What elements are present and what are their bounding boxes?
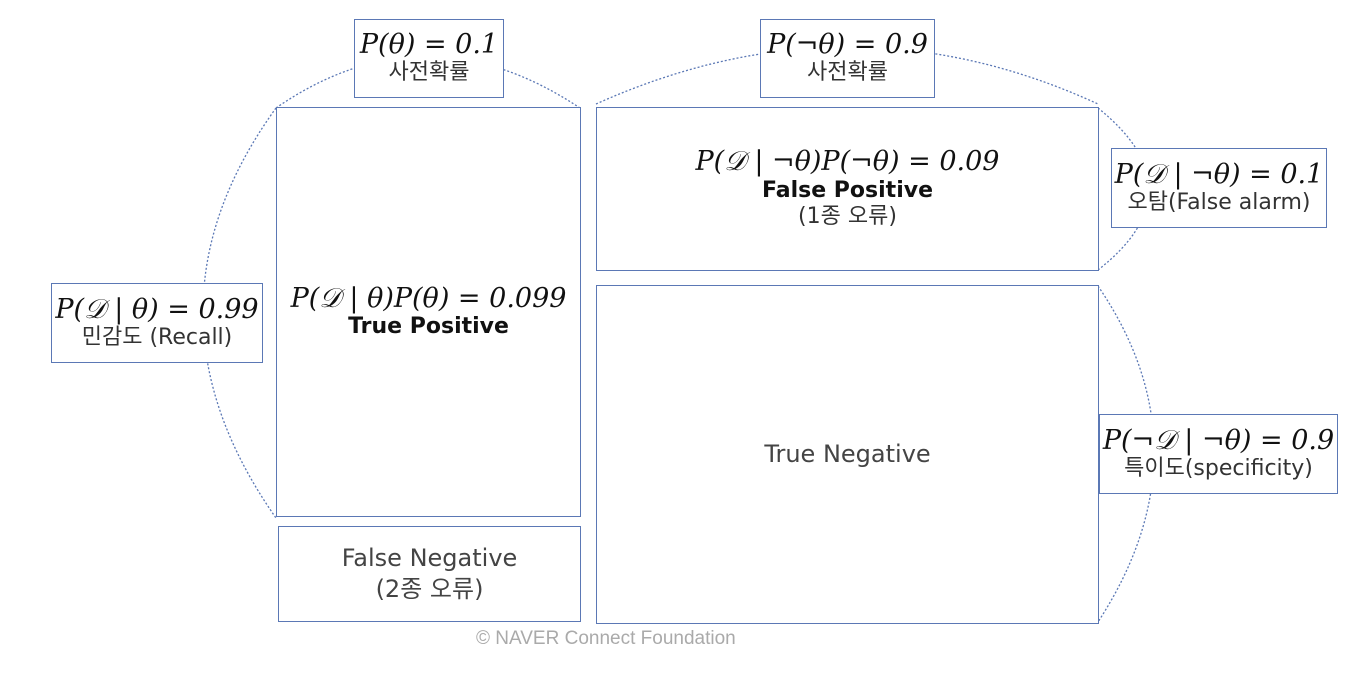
- true-positive-formula: P(𝒟 | θ)P(θ) = 0.099: [290, 282, 567, 314]
- true-positive-box: P(𝒟 | θ)P(θ) = 0.099 True Positive: [276, 107, 581, 517]
- true-negative-box: True Negative: [596, 285, 1099, 624]
- false-positive-label: False Positive: [762, 177, 933, 203]
- true-negative-label: True Negative: [764, 439, 931, 468]
- specificity-label: 특이도(specificity): [1124, 455, 1313, 481]
- prior-not-theta-box: P(¬θ) = 0.9 사전확률: [760, 19, 935, 98]
- copyright-footer: © NAVER Connect Foundation: [476, 628, 736, 649]
- false-negative-label: False Negative: [341, 543, 518, 572]
- false-negative-note: (2종 오류): [375, 575, 484, 603]
- prior-not-theta-formula: P(¬θ) = 0.9: [767, 29, 928, 61]
- prior-not-theta-label: 사전확률: [807, 60, 888, 86]
- false-alarm-formula: P(𝒟 | ¬θ) = 0.1: [1114, 158, 1324, 190]
- false-alarm-label: 오탐(False alarm): [1127, 189, 1311, 215]
- recall-label: 민감도 (Recall): [81, 324, 233, 350]
- false-negative-box: False Negative (2종 오류): [278, 526, 581, 622]
- recall-formula: P(𝒟 | θ) = 0.99: [55, 293, 259, 325]
- specificity-box: P(¬𝒟 | ¬θ) = 0.9 특이도(specificity): [1099, 414, 1338, 494]
- false-positive-formula: P(𝒟 | ¬θ)P(¬θ) = 0.09: [695, 146, 1000, 178]
- prior-theta-label: 사전확률: [388, 60, 470, 86]
- prior-theta-box: P(θ) = 0.1 사전확률: [354, 19, 504, 98]
- recall-box: P(𝒟 | θ) = 0.99 민감도 (Recall): [51, 283, 263, 363]
- prior-theta-formula: P(θ) = 0.1: [359, 29, 499, 61]
- true-positive-label: True Positive: [348, 313, 509, 339]
- false-alarm-box: P(𝒟 | ¬θ) = 0.1 오탐(False alarm): [1111, 148, 1327, 228]
- arc-recall: [202, 107, 277, 519]
- false-positive-box: P(𝒟 | ¬θ)P(¬θ) = 0.09 False Positive (1종…: [596, 107, 1099, 271]
- false-positive-note: (1종 오류): [798, 204, 897, 230]
- specificity-formula: P(¬𝒟 | ¬θ) = 0.9: [1102, 424, 1335, 456]
